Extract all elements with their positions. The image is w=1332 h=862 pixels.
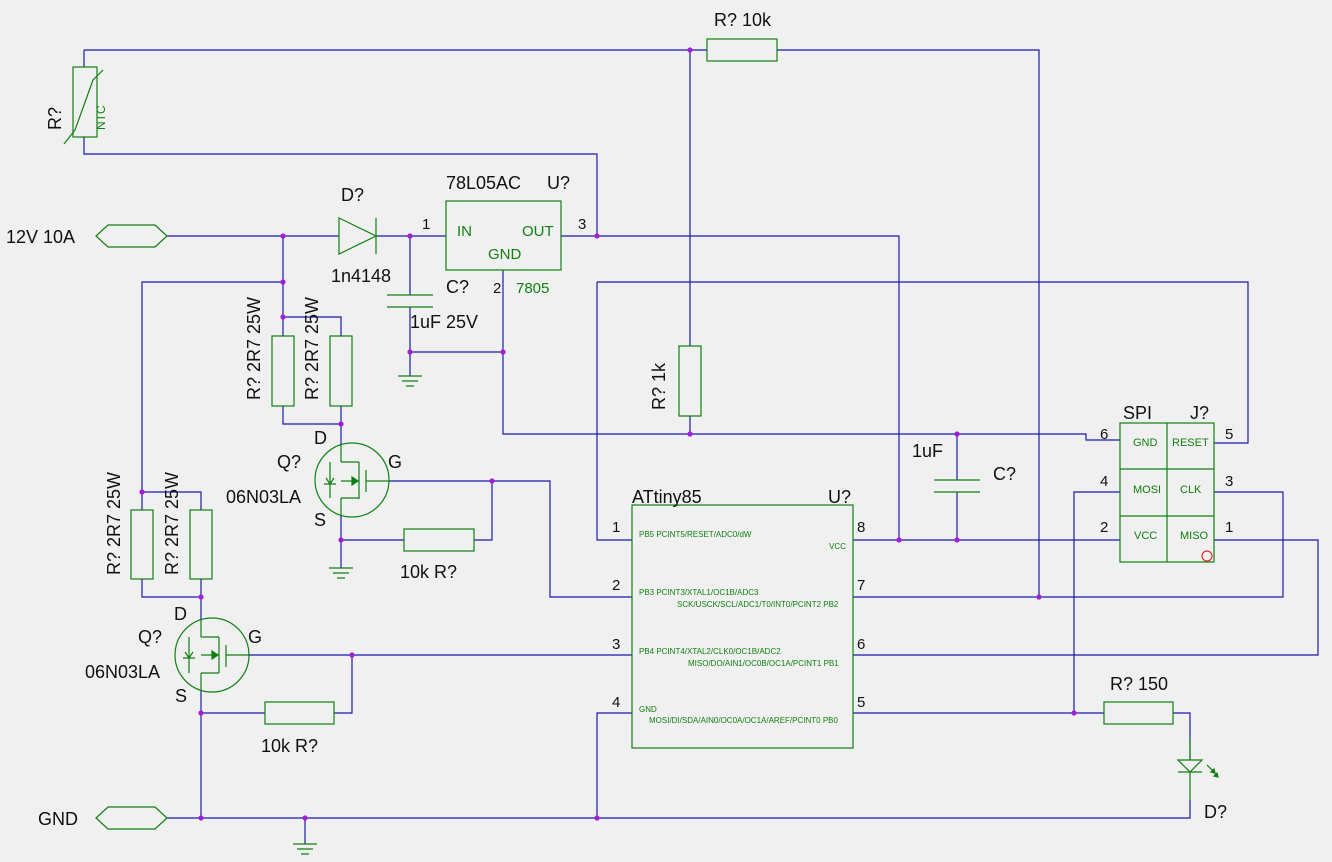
- capacitor-1uf[interactable]: 1uF C?: [912, 441, 1016, 493]
- spi-pin-3: 3: [1225, 473, 1233, 490]
- reg-pin3: 3: [578, 216, 586, 233]
- power-resistor-1a-label: R? 2R7 25W: [244, 297, 264, 400]
- power-resistor-1b[interactable]: R? 2R7 25W: [302, 297, 353, 407]
- reg-gnd-label: GND: [488, 246, 522, 263]
- mcu-name: ATtiny85: [632, 487, 702, 507]
- power-resistor-2a[interactable]: R? 2R7 25W: [104, 472, 154, 580]
- mosfet-q1[interactable]: D G S Q? 06N03LA: [226, 428, 402, 530]
- port-12v[interactable]: 12V 10A: [6, 224, 168, 248]
- cap1-value: 1uF 25V: [410, 312, 478, 332]
- mcu-pin-7: 7: [857, 577, 865, 594]
- spi-vcc-label: VCC: [1134, 530, 1157, 542]
- spi-pin-5: 5: [1225, 426, 1233, 443]
- q1-d-label: D: [314, 428, 327, 448]
- reg-ref: U?: [547, 173, 570, 193]
- mcu-pin-5: 5: [857, 694, 865, 711]
- resistor-1k-label: R? 1k: [649, 362, 669, 410]
- mcu-gnd-label: GND: [639, 705, 657, 714]
- regulator-78l05[interactable]: IN OUT GND 7805 78L05AC U? 1 2 3: [422, 173, 586, 297]
- led-ref: D?: [1204, 802, 1227, 822]
- q1-g-label: G: [388, 452, 402, 472]
- ntc-thermistor[interactable]: NTC R?: [45, 66, 108, 145]
- spi-pin-4: 4: [1100, 473, 1108, 490]
- q2-d-label: D: [174, 604, 187, 624]
- q1-value: 06N03LA: [226, 487, 301, 507]
- q2-g-label: G: [248, 627, 262, 647]
- power-resistor-2b-label: R? 2R7 25W: [162, 472, 182, 575]
- mcu-pb0-label: MOSI/DI/SDA/AIN0/OC0A/OC1A/AREF/PCINT0 P…: [649, 716, 838, 725]
- gate-resistor-2-label: 10k R?: [261, 736, 318, 756]
- port-gnd[interactable]: GND: [38, 806, 168, 830]
- gate-resistor-2[interactable]: 10k R?: [261, 701, 335, 756]
- reg-pin2: 2: [493, 280, 501, 297]
- reg-name: 78L05AC: [446, 173, 521, 193]
- mcu-pin-2: 2: [612, 577, 620, 594]
- resistor-top-10k[interactable]: R? 10k: [706, 10, 778, 62]
- cap2-ref: C?: [993, 464, 1016, 484]
- port-12v-label: 12V 10A: [6, 227, 75, 247]
- power-resistor-2b[interactable]: R? 2R7 25W: [162, 472, 213, 580]
- resistor-top-label: R? 10k: [714, 10, 772, 30]
- cap1-ref: C?: [446, 277, 469, 297]
- ground-symbol-main: [293, 843, 317, 855]
- capacitor-1uf-25v[interactable]: C? 1uF 25V: [387, 277, 478, 332]
- diode-1n4148[interactable]: D? 1n4148: [331, 185, 391, 286]
- mosfet-q2[interactable]: D G S Q? 06N03LA: [85, 604, 262, 706]
- wires: [83, 49, 1319, 844]
- mcu-pb3-label: PB3 PCINT3/XTAL1/OC1B/ADC3: [639, 588, 759, 597]
- spi-ref: J?: [1190, 403, 1209, 423]
- reg-code: 7805: [516, 280, 549, 297]
- spi-pin-2: 2: [1100, 519, 1108, 536]
- diode-ref: D?: [341, 185, 364, 205]
- led-icon[interactable]: D?: [1176, 738, 1227, 822]
- spi-clk-label: CLK: [1180, 484, 1202, 496]
- gate-resistor-1[interactable]: 10k R?: [400, 528, 475, 582]
- ground-symbol-q1: [329, 567, 353, 579]
- spi-gnd-label: GND: [1133, 437, 1158, 449]
- spi-reset-label: RESET: [1172, 437, 1209, 449]
- q1-ref: Q?: [277, 452, 301, 472]
- mcu-pb4-label: PB4 PCINT4/XTAL2/CLK0/OC1B/ADC2: [639, 647, 781, 656]
- power-resistor-1a[interactable]: R? 2R7 25W: [244, 297, 295, 407]
- mcu-pin-6: 6: [857, 636, 865, 653]
- q2-value: 06N03LA: [85, 662, 160, 682]
- cap2-value: 1uF: [912, 441, 943, 461]
- spi-name: SPI: [1123, 403, 1152, 423]
- q2-ref: Q?: [138, 627, 162, 647]
- spi-pin-6: 6: [1100, 426, 1108, 443]
- resistor-led-150[interactable]: R? 150: [1103, 674, 1174, 725]
- reg-in-label: IN: [457, 223, 472, 240]
- mcu-pb2-label: SCK/USCK/SCL/ADC1/T0/INT0/PCINT2 PB2: [677, 600, 839, 609]
- mcu-pb1-label: MISO/DO/AIN1/OC0B/OC1A/PCINT1 PB1: [688, 659, 839, 668]
- reg-out-label: OUT: [522, 223, 554, 240]
- junctions: [139, 47, 1077, 821]
- spi-header[interactable]: SPI J? GND RESET MOSI CLK VCC MISO 6 5 4…: [1100, 403, 1233, 563]
- mcu-pb5-label: PB5 PCINT5/RESET/ADC0/dW: [639, 530, 752, 539]
- mcu-pin-1: 1: [612, 519, 620, 536]
- reg-pin1: 1: [422, 216, 430, 233]
- power-resistor-2a-label: R? 2R7 25W: [104, 472, 124, 575]
- spi-pin-1: 1: [1225, 519, 1233, 536]
- q1-s-label: S: [314, 510, 326, 530]
- resistor-1k[interactable]: R? 1k: [649, 345, 702, 417]
- mcu-attiny85[interactable]: ATtiny85 U? PB5 PCINT5/RESET/ADC0/dW VCC…: [612, 487, 865, 749]
- mcu-pin-4: 4: [612, 694, 620, 711]
- power-resistor-1b-label: R? 2R7 25W: [302, 297, 322, 400]
- gate-resistor-1-label: 10k R?: [400, 562, 457, 582]
- q2-s-label: S: [175, 686, 187, 706]
- spi-mosi-label: MOSI: [1133, 484, 1161, 496]
- diode-value: 1n4148: [331, 266, 391, 286]
- ground-symbol-cap: [398, 375, 422, 387]
- mcu-ref: U?: [828, 487, 851, 507]
- port-gnd-label: GND: [38, 809, 78, 829]
- ntc-label: NTC: [94, 105, 108, 130]
- mcu-vcc-label: VCC: [829, 542, 846, 551]
- ntc-ref: R?: [45, 107, 65, 130]
- mcu-pin-8: 8: [857, 519, 865, 536]
- resistor-led-label: R? 150: [1110, 674, 1168, 694]
- mcu-pin-3: 3: [612, 636, 620, 653]
- spi-miso-label: MISO: [1180, 530, 1209, 542]
